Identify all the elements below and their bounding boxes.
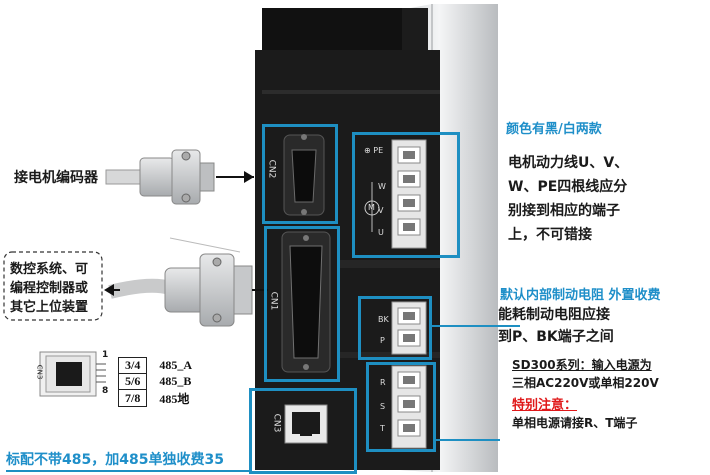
power-terminal-block bbox=[391, 365, 427, 449]
power-series-note-line-2: 三相AC220V或单相220V bbox=[512, 376, 659, 390]
controller-label-line-2: 编程控制器或 bbox=[10, 281, 89, 296]
motor-symbol-icon bbox=[364, 200, 380, 216]
terminal-bk-label: BK bbox=[378, 315, 389, 324]
terminal-w-label: W bbox=[378, 182, 386, 191]
motor-terminal-block bbox=[391, 139, 427, 249]
rs485-pinout-table: 3/4 485_A 5/6 485_B 7/8 485地 bbox=[117, 357, 199, 407]
motor-wire-note-line-4: 上，不可错接 bbox=[508, 227, 592, 243]
brake-connect-note-line-2: 到P、BK端子之间 bbox=[498, 329, 614, 345]
cn1-port bbox=[281, 231, 331, 373]
terminal-u-label: U bbox=[378, 228, 384, 237]
pin-cell: 7/8 bbox=[117, 389, 148, 407]
jack-label: CN3 bbox=[35, 364, 44, 380]
terminal-r-label: R bbox=[380, 378, 386, 387]
power-series-note-line-1: SD300系列：输入电源为 bbox=[512, 358, 652, 372]
motor-wire-note-line-1: 电机动力线U、V、 bbox=[508, 155, 629, 171]
controller-plug bbox=[108, 237, 253, 327]
cn3-highlight bbox=[249, 388, 357, 474]
cn2-label: CN2 bbox=[266, 159, 277, 179]
brake-connect-note-line-1: 能耗制动电阻应接 bbox=[498, 307, 610, 323]
encoder-plug bbox=[105, 149, 215, 205]
rj45-jack-illustration bbox=[39, 351, 106, 397]
terminal-v-label: V bbox=[378, 206, 384, 215]
cn2-port bbox=[283, 134, 325, 216]
signal-cell: 485_A bbox=[159, 358, 193, 372]
drive-top-cap bbox=[262, 8, 402, 50]
brake-terminal-block bbox=[391, 301, 427, 355]
cn3-port bbox=[284, 404, 328, 444]
controller-label-box bbox=[3, 251, 103, 321]
motor-wire-note-line-2: W、PE四根线应分 bbox=[508, 179, 628, 195]
signal-cell: 485_B bbox=[159, 374, 192, 388]
signal-cell: 485地 bbox=[159, 391, 190, 406]
terminal-p-label: P bbox=[380, 336, 385, 345]
motor-wire-note-line-3: 别接到相应的端子 bbox=[508, 203, 620, 219]
power-terminal-highlight bbox=[366, 362, 436, 452]
terminal-t-label: T bbox=[380, 424, 385, 433]
brake-resistor-note: 默认内部制动电阻 外置收费 bbox=[500, 288, 661, 303]
table-row: 5/6 485_B bbox=[117, 373, 199, 390]
single-phase-note: 单相电源请接R、T端子 bbox=[512, 416, 638, 430]
table-row: 7/8 485地 bbox=[117, 389, 199, 407]
pin-cell: 5/6 bbox=[117, 373, 148, 390]
special-note: 特别注意： bbox=[512, 398, 578, 413]
cn1-highlight bbox=[264, 226, 340, 382]
terminal-pe-label: ⊕ PE bbox=[364, 146, 384, 155]
pin-cell: 3/4 bbox=[117, 357, 148, 374]
cn1-label: CN1 bbox=[268, 291, 279, 311]
terminal-s-label: S bbox=[380, 402, 386, 411]
cn3-label: CN3 bbox=[271, 413, 282, 433]
cn2-highlight bbox=[262, 124, 338, 224]
standard-485-note: 标配不带485，加485单独收费35 bbox=[6, 452, 224, 468]
standard-485-underline bbox=[6, 470, 250, 472]
table-row: 3/4 485_A bbox=[117, 357, 199, 374]
controller-label-line-3: 其它上位装置 bbox=[10, 300, 89, 315]
encoder-arrow bbox=[216, 171, 254, 183]
encoder-label: 接电机编码器 bbox=[14, 170, 98, 186]
motor-symbol-label: M bbox=[368, 203, 375, 212]
motor-terminal-highlight bbox=[352, 132, 460, 258]
controller-label-line-1: 数控系统、可 bbox=[10, 262, 89, 277]
color-note: 颜色有黑/白两款 bbox=[506, 122, 602, 137]
brake-terminal-highlight bbox=[358, 296, 432, 360]
pin-number-8: 8 bbox=[102, 386, 109, 396]
pin-number-1: 1 bbox=[102, 350, 109, 360]
